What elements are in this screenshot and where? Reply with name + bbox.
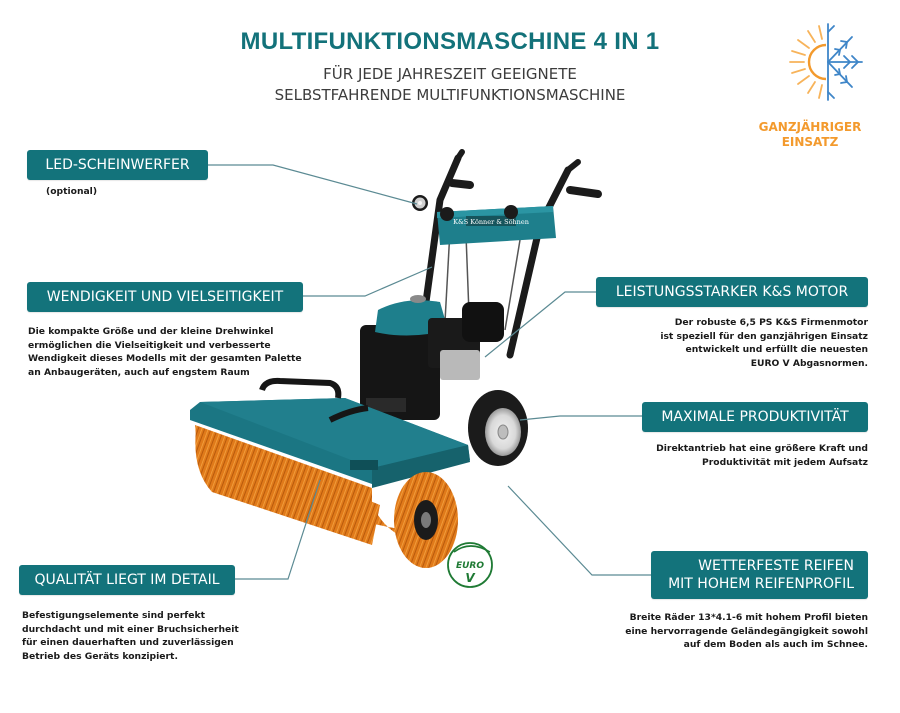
feature-tires-desc: Breite Räder 13*4.1-6 mit hohem Profil b… (578, 611, 868, 652)
feature-quality-desc: Befestigungselemente sind perfekt durchd… (22, 609, 282, 663)
connector-motor (484, 291, 596, 358)
desc-line: ist speziell für den ganzjährigen Einsat… (660, 330, 868, 342)
feature-led-desc: (optional) (46, 186, 98, 197)
feature-motor-title: LEISTUNGSSTARKER K&S MOTOR (596, 277, 868, 307)
feature-productivity-title: MAXIMALE PRODUKTIVITÄT (642, 402, 868, 432)
desc-line: für einen dauerhaften und zuverlässigen (22, 637, 234, 648)
tire (468, 390, 528, 466)
feature-led-title-text: LED-SCHEINWERFER (45, 157, 190, 173)
feature-quality-title-text: QUALITÄT LIEGT IM DETAIL (34, 572, 220, 588)
desc-line: Der robuste 6,5 PS K&S Firmenmotor (674, 317, 868, 328)
feature-tires-title-text: WETTERFESTE REIFEN MIT HOHEM REIFENPROFI… (668, 557, 854, 593)
season-badge-line-1: GANZJÄHRIGER (758, 120, 862, 134)
desc-line: EURO V Abgasnormen. (750, 357, 868, 369)
page-title: MULTIFUNKTIONSMASCHINE 4 IN 1 (240, 28, 660, 55)
feature-agility-title: WENDIGKEIT UND VIELSEITIGKEIT (27, 282, 303, 312)
feature-agility-desc: Die kompakte Größe und der kleine Drehwi… (28, 325, 318, 379)
feature-productivity-desc: Direktantrieb hat eine größere Kraft und… (608, 442, 868, 469)
feature-quality-title: QUALITÄT LIEGT IM DETAIL (19, 565, 235, 595)
desc-line: Die kompakte Größe und der kleine Drehwi… (28, 326, 274, 337)
title-line: MIT HOHEM REIFENPROFIL (668, 576, 854, 592)
desc-line: entwickelt und erfüllt die neuesten (685, 344, 868, 355)
feature-agility-title-text: WENDIGKEIT UND VIELSEITIGKEIT (46, 289, 284, 305)
desc-line: Direktantrieb hat eine größere Kraft und (656, 443, 868, 454)
connector-led (208, 164, 418, 205)
desc-line: Wendigkeit dieses Modells mit der gesamt… (28, 353, 302, 364)
desc-line: Produktivität mit jedem Aufsatz (702, 456, 868, 468)
feature-motor-desc: Der robuste 6,5 PS K&S Firmenmotor ist s… (588, 316, 868, 370)
euro-v-badge: EURO V (447, 542, 493, 588)
engine (360, 295, 504, 420)
feature-tires-title: WETTERFESTE REIFEN MIT HOHEM REIFENPROFI… (651, 551, 868, 599)
title-line: WETTERFESTE REIFEN (698, 558, 854, 574)
season-badge-line-2: EINSATZ (781, 135, 839, 149)
desc-line: ermöglichen die Vielseitigkeit und verbe… (28, 339, 271, 351)
svg-text:V: V (465, 571, 476, 585)
desc-line: Befestigungselemente sind perfekt (22, 610, 205, 621)
feature-productivity-title-text: MAXIMALE PRODUKTIVITÄT (661, 409, 849, 425)
page-subtitle: FÜR JEDE JAHRESZEIT GEEIGNETE SELBSTFAHR… (0, 64, 900, 106)
desc-line: Betrieb des Geräts konzipiert. (22, 650, 178, 662)
brush-attachment (190, 377, 470, 568)
desc-line: eine hervorragende Geländegängigkeit sow… (625, 625, 868, 637)
connector-agility (303, 266, 433, 297)
subtitle-line-2: SELBSTFAHRENDE MULTIFUNKTIONSMASCHINE (274, 86, 626, 104)
connector-productivity (519, 415, 643, 421)
desc-line: auf dem Boden als auch im Schnee. (683, 639, 868, 650)
desc-line: an Anbaugeräten, auch auf engstem Raum (28, 366, 250, 378)
connector-tires (507, 485, 652, 576)
connector-quality (235, 479, 321, 580)
desc-line: Breite Räder 13*4.1-6 mit hohem Profil b… (629, 612, 868, 623)
subtitle-line-1: FÜR JEDE JAHRESZEIT GEEIGNETE (323, 65, 577, 83)
feature-motor-title-text: LEISTUNGSSTARKER K&S MOTOR (615, 284, 849, 300)
callout-connectors (208, 164, 652, 580)
led-headlight (412, 195, 428, 211)
control-panel: K&S Könner & Söhnen (437, 205, 556, 245)
svg-text:EURO: EURO (456, 561, 484, 571)
feature-led-title: LED-SCHEINWERFER (27, 150, 208, 180)
desc-line: durchdacht und mit einer Bruchsicherheit (22, 623, 239, 635)
brand-plate: K&S Könner & Söhnen (453, 218, 529, 226)
season-badge-label: GANZJÄHRIGER EINSATZ (720, 120, 900, 150)
